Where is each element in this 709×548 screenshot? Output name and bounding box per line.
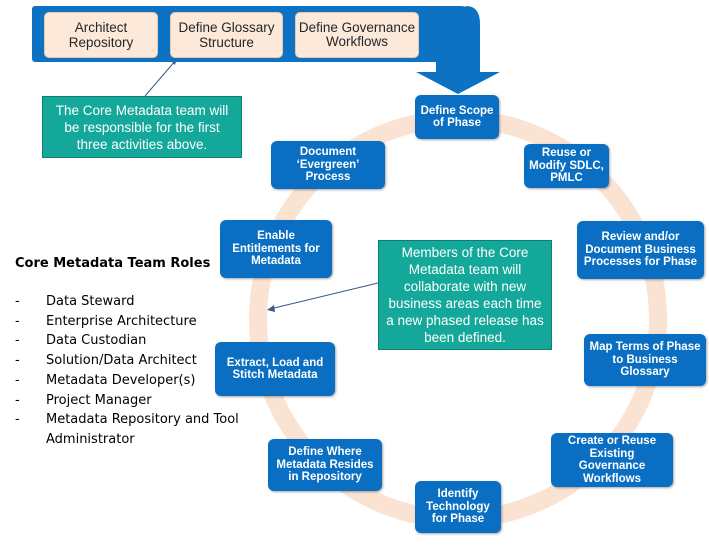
step-label: Reuse or Modify SDLC, PMLC xyxy=(529,147,604,185)
list-item: - Solution/Data Architect xyxy=(15,351,260,371)
core-team-callout: The Core Metadata team will be responsib… xyxy=(42,96,242,158)
activity-label: Define Governance Workflows xyxy=(298,20,416,49)
bullet: - xyxy=(15,333,20,349)
activity-label: Architect Repository xyxy=(68,20,134,50)
step-enable-entitlements: Enable Entitlements for Metadata xyxy=(220,220,332,278)
banner-down-arrow xyxy=(416,6,500,94)
bullet: - xyxy=(15,353,20,369)
callout-pointer-glossary xyxy=(144,59,177,97)
bullet: - xyxy=(15,294,20,309)
step-extract-load-stitch: Extract, Load and Stitch Metadata xyxy=(215,342,335,396)
activity-define-governance-workflows: Define Governance Workflows xyxy=(295,12,419,58)
step-review-business-processes: Review and/or Document Business Processe… xyxy=(577,221,704,279)
step-label: Enable Entitlements for Metadata xyxy=(232,230,320,268)
step-identify-technology: Identify Technology for Phase xyxy=(415,481,501,533)
role-label: Data Custodian xyxy=(46,333,147,349)
bullet: - xyxy=(15,372,20,388)
step-reuse-sdlc: Reuse or Modify SDLC, PMLC xyxy=(524,144,609,188)
activity-label: Define Glossary Structure xyxy=(178,20,275,50)
roles-list: - Data Steward - Enterprise Architecture -… xyxy=(15,292,260,450)
bullet: - xyxy=(15,392,20,408)
bullet: - xyxy=(15,412,20,428)
role-label: Enterprise Architecture xyxy=(46,313,197,329)
step-map-terms: Map Terms of Phase to Business Glossary xyxy=(584,334,706,386)
list-item: - Metadata Repository and Tool Administra… xyxy=(15,410,260,449)
step-document-evergreen: Document ‘Evergreen’ Process xyxy=(271,141,385,189)
step-label: Map Terms of Phase to Business Glossary xyxy=(589,341,701,379)
role-label: Project Manager xyxy=(46,392,152,408)
role-label: Solution/Data Architect xyxy=(46,353,197,369)
bullet: - xyxy=(15,313,20,329)
step-define-scope: Define Scope of Phase xyxy=(415,95,499,139)
step-define-where-metadata-resides: Define Where Metadata Resides in Reposit… xyxy=(268,439,382,491)
callout-pointer-ring xyxy=(269,282,379,310)
step-label: Extract, Load and Stitch Metadata xyxy=(226,356,324,382)
step-label: Identify Technology for Phase xyxy=(426,488,490,526)
list-item: - Data Custodian xyxy=(15,331,260,351)
role-label: Data Steward xyxy=(46,294,135,309)
core-team-callout-text: The Core Metadata team will be responsib… xyxy=(55,102,229,152)
step-label: Document ‘Evergreen’ Process xyxy=(296,146,360,184)
members-callout-text: Members of the Core Metadata team will c… xyxy=(386,245,544,345)
step-label: Review and/or Document Business Processe… xyxy=(583,231,698,269)
step-label: Create or Reuse Existing Governance Work… xyxy=(567,435,657,485)
step-label: Define Where Metadata Resides in Reposit… xyxy=(276,446,374,484)
step-label: Define Scope of Phase xyxy=(420,104,494,130)
role-label: Metadata Repository and Tool Administrat… xyxy=(46,412,239,447)
members-callout: Members of the Core Metadata team will c… xyxy=(378,240,552,350)
list-item: - Metadata Developer(s) xyxy=(15,371,260,391)
step-governance-workflows: Create or Reuse Existing Governance Work… xyxy=(551,433,673,487)
activity-architect-repository: Architect Repository xyxy=(44,12,158,58)
roles-title: Core Metadata Team Roles xyxy=(15,256,211,271)
list-item: - Data Steward xyxy=(15,292,260,312)
role-label: Metadata Developer(s) xyxy=(46,372,196,388)
list-item: - Enterprise Architecture xyxy=(15,312,260,332)
activity-define-glossary-structure: Define Glossary Structure xyxy=(170,12,283,58)
list-item: - Project Manager xyxy=(15,391,260,411)
callout-pointer-ring-head xyxy=(267,305,275,312)
